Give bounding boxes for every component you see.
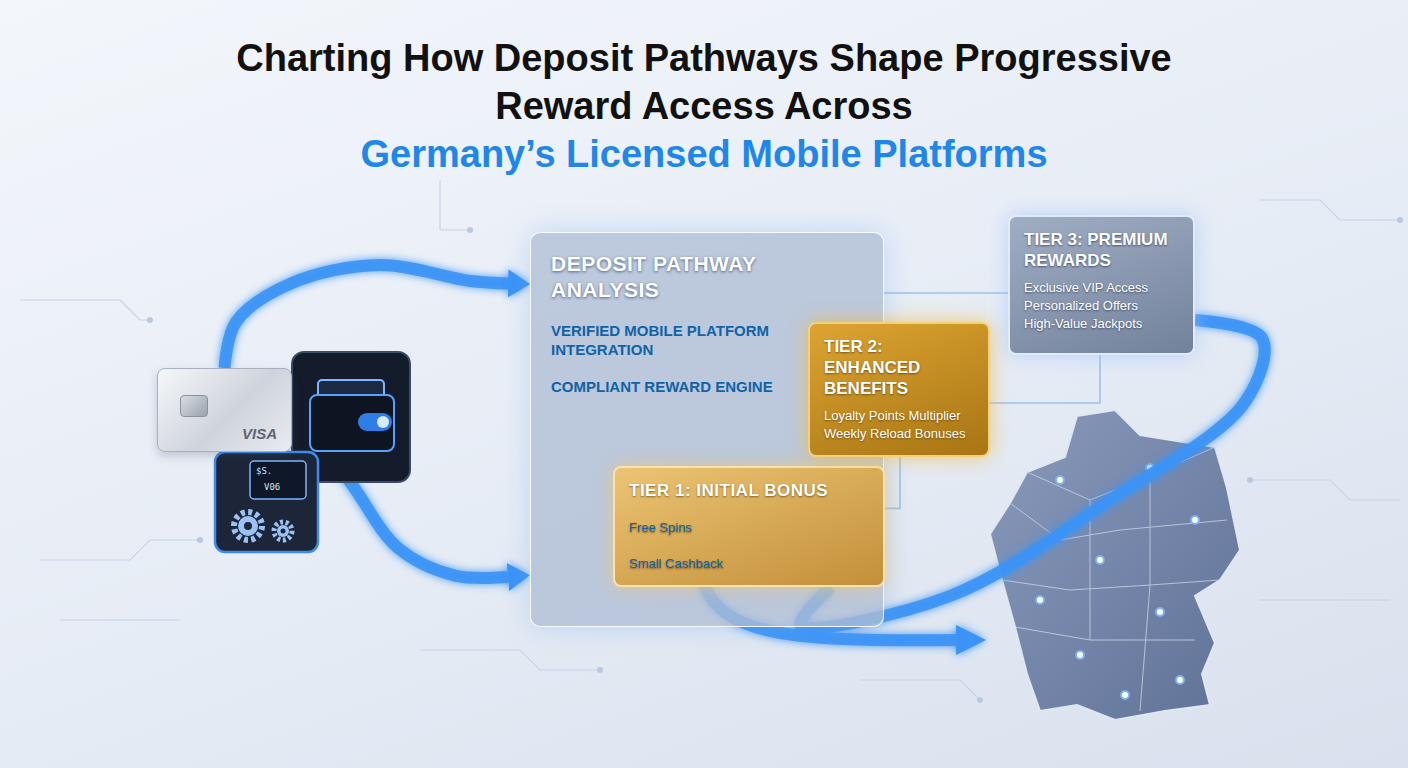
node-text: VERIFIED MOBILE PLATFORM INTEGRATION [551, 321, 781, 359]
node-heading: TIER 3: PREMIUM REWARDS [1024, 229, 1179, 271]
gear-icon [215, 452, 318, 552]
screen-text: V06 [264, 482, 280, 492]
tier-box: TIER 3: PREMIUM REWARDS Exclusive VIP Acc… [1008, 215, 1195, 355]
title: Charting How Deposit Pathways Shape Prog… [204, 34, 1204, 130]
tier-box: TIER 1: INITIAL BONUS Free SpinsSmall Cas… [613, 466, 885, 587]
node-text: High-Value Jackpots [1024, 315, 1179, 333]
payment-card: VISA [157, 368, 292, 452]
node-text: COMPLIANT REWARD ENGINE [551, 377, 781, 396]
node-text: Personalized Offers [1024, 297, 1179, 315]
connector-line [990, 355, 1100, 403]
node-text: Loyalty Points Multiplier [824, 407, 974, 425]
germany-map [990, 410, 1240, 720]
node-heading: TIER 1: INITIAL BONUS [629, 480, 879, 501]
node-text: Weekly Reload Bonuses [824, 425, 974, 443]
screen-text: $S. [256, 466, 272, 476]
tier-box: TIER 2: ENHANCED BENEFITS Loyalty Points … [808, 322, 990, 457]
node-heading: TIER 2: ENHANCED BENEFITS [824, 336, 974, 399]
node-text: Small Cashback [629, 555, 859, 573]
card-chip [180, 395, 208, 417]
connector-line [884, 292, 1008, 294]
node-text: Exclusive VIP Access [1024, 279, 1179, 297]
connector-line [885, 457, 900, 508]
node-heading: DEPOSIT PATHWAY ANALYSIS [551, 251, 801, 303]
node-heading: VISA [242, 425, 277, 443]
node-text: Free Spins [629, 519, 859, 537]
subtitle: Germany’s Licensed Mobile Platforms [204, 130, 1204, 178]
